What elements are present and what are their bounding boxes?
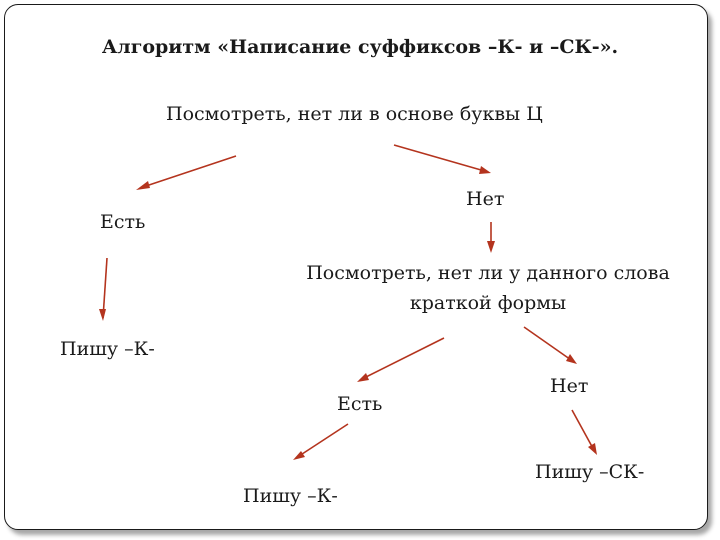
arrow-to-yes-1: [139, 155, 237, 189]
arrowhead-check-short: [487, 241, 495, 253]
diagram-title: Алгоритм «Написание суффиксов –К- и –СК-…: [101, 36, 619, 58]
arrowhead-yes-1: [136, 181, 150, 190]
arrowhead-write-k-1: [99, 309, 106, 321]
arrow-to-no-1: [393, 144, 489, 173]
node-write-k-1: Пишу –К-: [60, 338, 155, 360]
arrowhead-no-1: [479, 166, 491, 174]
arrowhead-yes-2: [357, 373, 369, 382]
node-write-k-2: Пишу –К-: [243, 485, 338, 507]
arrow-no-2-to-write-sk: [571, 409, 596, 453]
node-write-sk: Пишу –СК-: [535, 461, 645, 483]
slide-frame: [4, 4, 708, 530]
node-check-short-form-line1: Посмотреть, нет ли у данного слова: [306, 262, 670, 284]
node-no-2: Нет: [550, 375, 589, 397]
arrowhead-no-2: [566, 354, 577, 364]
arrow-to-no-2: [523, 326, 575, 363]
node-check-letter-c: Посмотреть, нет ли в основе буквы Ц: [166, 103, 543, 125]
node-no-1: Нет: [466, 188, 505, 210]
node-yes-1: Есть: [100, 211, 146, 233]
arrowhead-write-sk: [588, 443, 597, 455]
node-yes-2: Есть: [337, 393, 383, 415]
node-check-short-form-line2: краткой формы: [409, 292, 567, 314]
arrow-yes-1-to-write-k: [102, 257, 108, 319]
arrow-yes-2-to-write-k: [295, 423, 349, 459]
arrowhead-write-k-2: [293, 451, 305, 460]
arrow-to-yes-2: [359, 337, 445, 381]
